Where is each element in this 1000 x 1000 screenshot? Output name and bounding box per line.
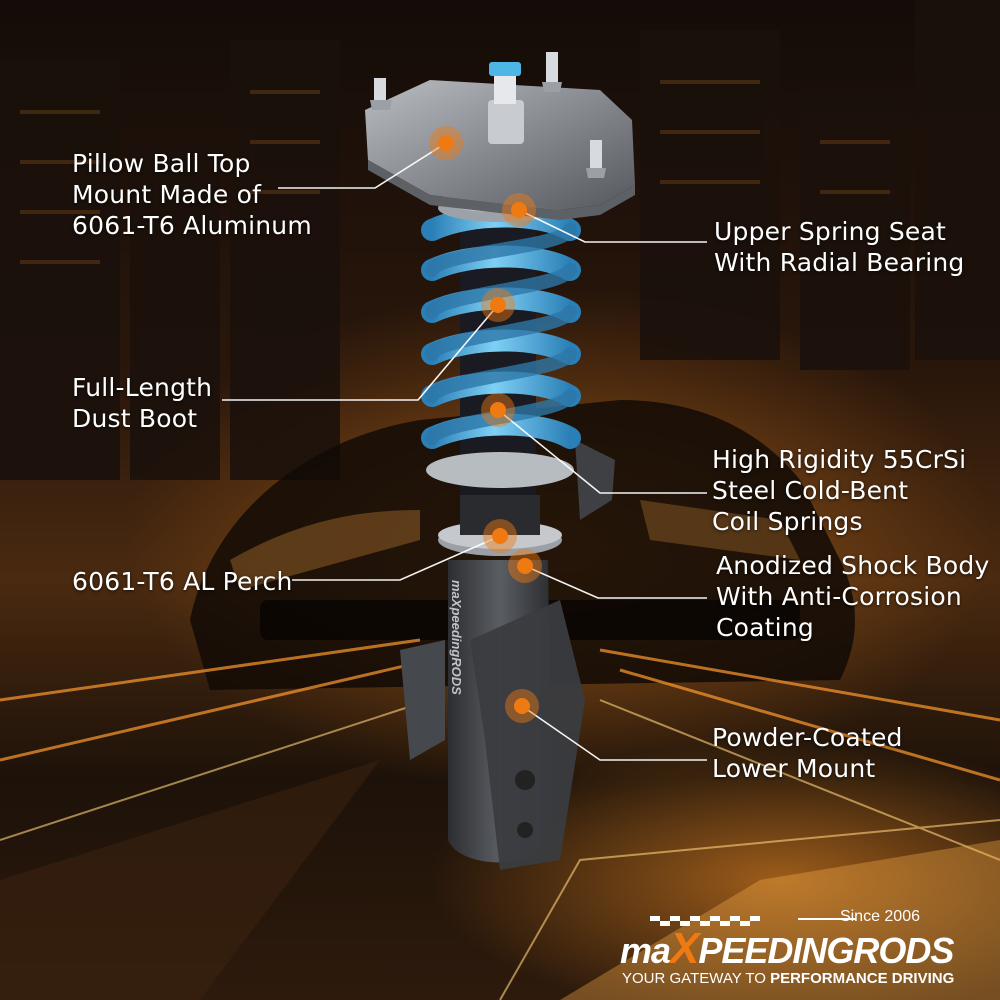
- label-upper-seat: Upper Spring Seat With Radial Bearing: [714, 217, 965, 277]
- since-divider: [798, 918, 856, 920]
- callout-lines: [222, 142, 707, 761]
- shock-body: [400, 440, 615, 870]
- leader-shock-body: [524, 565, 707, 599]
- brand-logo-block: Since 2006 maXPEEDINGRODS YOUR GATEWAY T…: [620, 908, 960, 988]
- label-lower-mount: Powder-Coated Lower Mount: [712, 723, 903, 783]
- logo-suffix: PEEDINGRODS: [698, 930, 954, 971]
- body-print: maXpeedingRODS: [449, 580, 464, 695]
- leader-top-mount: [278, 142, 447, 189]
- leader-upper-seat: [518, 209, 707, 243]
- label-dust-boot: Full-Length Dust Boot: [72, 373, 213, 433]
- label-shock-body: Anodized Shock Body With Anti-Corrosion …: [716, 551, 990, 642]
- checkered-flag-icon: [650, 916, 760, 926]
- leader-coil-springs: [497, 409, 707, 494]
- label-coil-springs: High Rigidity 55CrSi Steel Cold-Bent Coi…: [712, 445, 967, 536]
- leader-perch: [292, 535, 501, 581]
- tagline-bold: PERFORMANCE DRIVING: [770, 970, 955, 987]
- since-text: Since 2006: [839, 908, 920, 925]
- label-perch: 6061-T6 AL Perch: [72, 567, 293, 596]
- leader-dust-boot: [222, 304, 499, 401]
- callout-markers: [429, 126, 542, 723]
- label-top-mount: Pillow Ball Top Mount Made of 6061-T6 Al…: [72, 149, 312, 240]
- logo-x: X: [670, 924, 699, 973]
- top-mount: [365, 52, 635, 220]
- tagline-lead: YOUR GATEWAY TO: [622, 970, 771, 987]
- leader-lower-mount: [521, 705, 707, 761]
- brand-tagline: YOUR GATEWAY TO PERFORMANCE DRIVING: [622, 970, 954, 987]
- brand-logo: maXPEEDINGRODS: [620, 924, 954, 974]
- logo-prefix: ma: [620, 930, 671, 971]
